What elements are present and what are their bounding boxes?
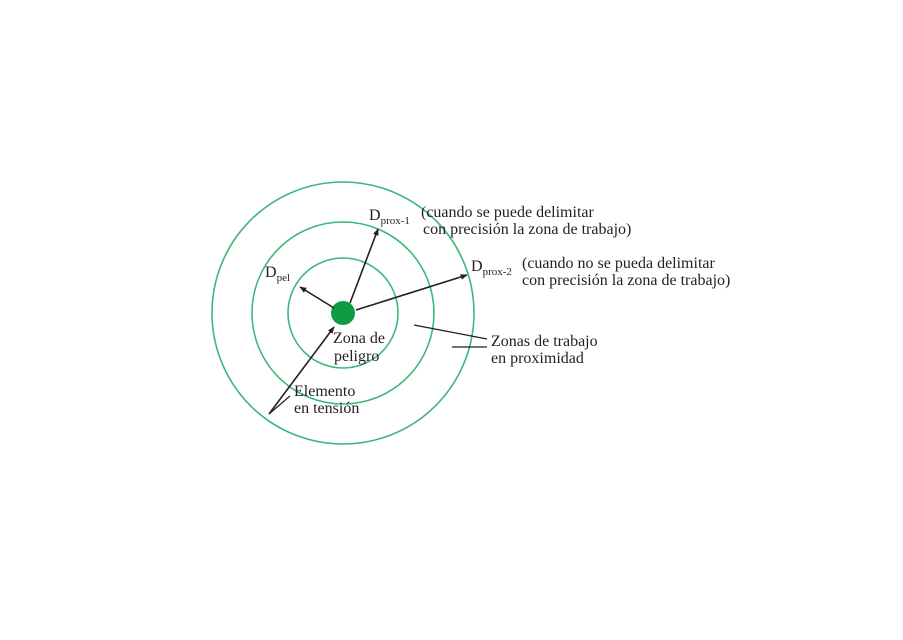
element-leader-line-1 bbox=[268, 326, 335, 415]
danger-zone-label-line2: peligro bbox=[334, 348, 379, 365]
d-prox-1-subscript: prox-1 bbox=[381, 215, 410, 227]
d-prox-2-note-line2: con precisión la zona de trabajo) bbox=[522, 272, 730, 289]
element-label-line2: en tensión bbox=[294, 400, 359, 417]
d-prox-2-arrow bbox=[355, 274, 468, 311]
d-pel-label: Dpel bbox=[265, 264, 290, 284]
work-zones-label-line1: Zonas de trabajo bbox=[491, 333, 598, 350]
danger-zone-ring bbox=[287, 257, 399, 369]
zones-leader-line-1 bbox=[413, 324, 488, 340]
d-prox-1-arrow bbox=[349, 228, 379, 304]
proximity-zone-2-ring bbox=[211, 181, 475, 445]
element-leader-line-2 bbox=[268, 395, 291, 415]
d-prox-2-note-line1: (cuando no se pueda delimitar bbox=[522, 255, 715, 272]
work-zones-label-line2: en proximidad bbox=[491, 350, 584, 367]
d-prox-1-note-line2: con precisión la zona de trabajo) bbox=[423, 221, 631, 238]
danger-zone-label-line1: Zona de bbox=[333, 330, 385, 347]
d-prox-1-note-line1: (cuando se puede delimitar bbox=[421, 204, 594, 221]
d-pel-arrow bbox=[299, 286, 335, 309]
energized-element-dot bbox=[331, 301, 355, 325]
d-prox-1-label: Dprox-1 bbox=[369, 207, 410, 227]
proximity-zone-1-ring bbox=[251, 221, 435, 405]
d-pel-main: D bbox=[265, 264, 277, 281]
d-prox-1-main: D bbox=[369, 207, 381, 224]
d-pel-subscript: pel bbox=[277, 272, 290, 284]
element-label-line1: Elemento bbox=[294, 383, 355, 400]
d-prox-2-subscript: prox-2 bbox=[483, 266, 512, 278]
d-prox-2-main: D bbox=[471, 258, 483, 275]
d-prox-2-label: Dprox-2 bbox=[471, 258, 512, 278]
